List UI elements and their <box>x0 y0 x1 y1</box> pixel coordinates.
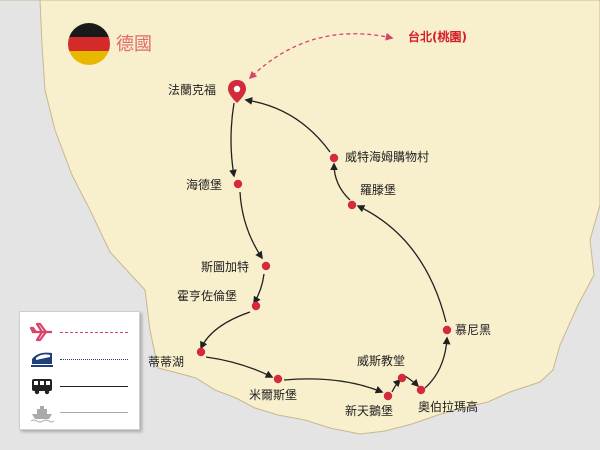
stop-label-heidelberg: 海德堡 <box>186 178 223 192</box>
route-stuttgart-hohenzollern <box>253 273 265 305</box>
route-rothenburg-wertheim <box>330 162 351 201</box>
stop-label-munich: 慕尼黑 <box>455 323 492 337</box>
stop-marker-oberammergau <box>416 385 426 395</box>
stop-label-titisee: 蒂蒂湖 <box>148 355 185 369</box>
location-pin-icon <box>228 80 246 103</box>
stop-marker-wieskirche <box>397 373 407 383</box>
stop-marker-titisee <box>196 347 206 357</box>
stop-label-neuschwanstein: 新天鵝堡 <box>345 404 394 418</box>
legend-line-high-speed-rail <box>60 359 128 360</box>
route-hohenzollern-titisee <box>200 311 251 350</box>
stop-marker-neuschwanstein <box>383 391 393 401</box>
stop-marker-wertheim <box>329 153 339 163</box>
legend-row-flight <box>20 321 139 343</box>
stop-marker-rothenburg <box>347 200 357 210</box>
stop-label-hohenzollern: 霍亨佐倫堡 <box>177 289 238 303</box>
legend-line-coach <box>60 386 128 387</box>
legend-row-high-speed-rail <box>20 348 139 370</box>
legend-line-flight <box>60 332 128 333</box>
stop-label-stuttgart: 斯圖加特 <box>201 260 250 274</box>
stop-label-oberammergau: 奧伯拉瑪高 <box>418 400 479 414</box>
route-heidelberg-stuttgart <box>239 191 263 260</box>
germany-flag-icon <box>68 23 110 65</box>
stop-label-wertheim: 威特海姆購物村 <box>345 150 430 164</box>
stop-label-wieskirche: 威斯教堂 <box>357 354 406 368</box>
route-oberammergau-munich <box>424 336 451 389</box>
bullet-train-icon <box>31 352 53 367</box>
stop-marker-hohenzollern <box>251 301 261 311</box>
transport-legend <box>19 311 140 430</box>
bus-icon <box>32 379 52 395</box>
ship-icon <box>30 406 54 423</box>
airplane-icon <box>30 322 52 342</box>
legend-line-ferry <box>60 412 128 413</box>
stop-marker-heidelberg <box>233 179 243 189</box>
route-titisee-mittenwald <box>205 356 274 378</box>
country-name: 德國 <box>116 34 152 55</box>
stop-label-rothenburg: 羅滕堡 <box>360 183 397 197</box>
legend-row-ferry <box>20 401 139 423</box>
origin-label: 台北(桃園) <box>408 30 467 44</box>
route-wertheim-frankfurt <box>244 97 331 153</box>
stop-label-mittenwald: 米爾斯堡 <box>249 388 298 402</box>
route-munich-rothenburg <box>356 205 447 323</box>
route-mittenwald-neuschwanstein <box>283 378 384 394</box>
stop-label-frankfurt: 法蘭克福 <box>168 83 217 97</box>
route-wieskirche-oberammergau <box>404 375 420 388</box>
legend-row-coach <box>20 375 139 397</box>
stop-marker-munich <box>442 325 452 335</box>
stop-marker-mittenwald <box>273 374 283 384</box>
route-frankfurt-heidelberg <box>229 102 237 178</box>
stop-marker-stuttgart <box>261 261 271 271</box>
land-region <box>0 0 600 435</box>
flight-route <box>248 32 394 80</box>
